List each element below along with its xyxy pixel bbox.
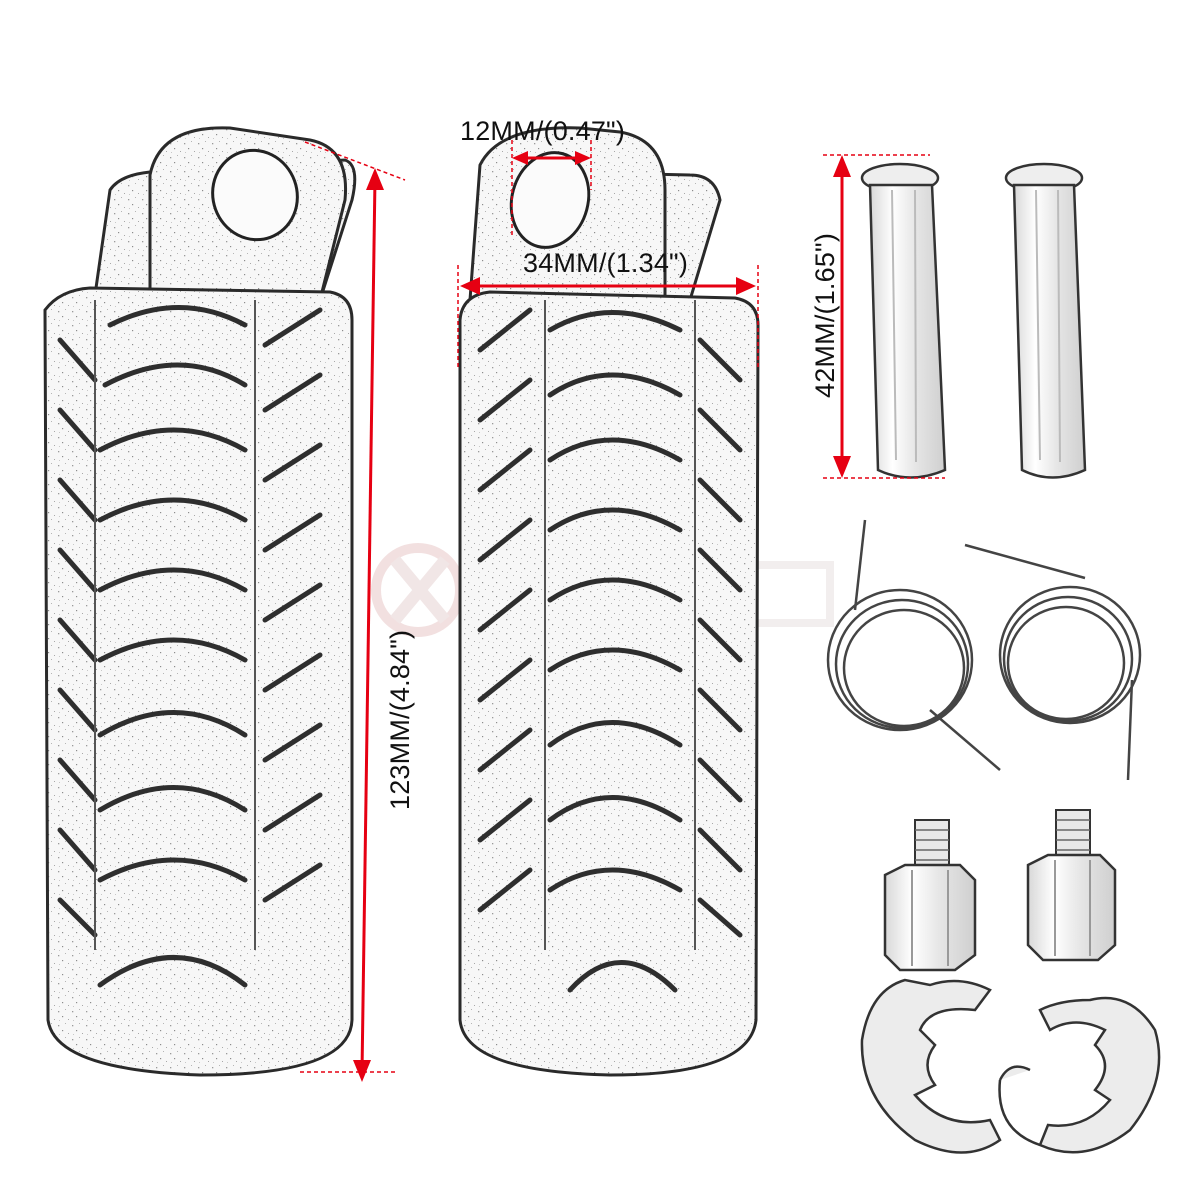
pivot-pin-right <box>1004 162 1087 479</box>
mount-hole-dimension-label: 12MM/(0.47") <box>460 116 626 146</box>
foot-peg-right <box>458 126 760 1077</box>
dimension-lines <box>300 140 945 1082</box>
e-clip-left <box>860 978 1002 1154</box>
pin-length-dimension-label: 42MM/(1.65") <box>810 232 840 398</box>
e-clip-right <box>998 996 1161 1154</box>
foot-peg-left <box>43 126 357 1077</box>
peg-width-dimension-label: 34MM/(1.34") <box>523 248 689 278</box>
pivot-pin-left <box>860 162 947 479</box>
hex-bolt-right <box>1026 809 1117 962</box>
peg-length-dimension-label: 123MM/(4.84") <box>385 629 415 810</box>
hex-bolt-left <box>883 819 977 972</box>
torsion-spring-right <box>964 543 1142 781</box>
torsion-spring-left <box>826 519 1001 771</box>
